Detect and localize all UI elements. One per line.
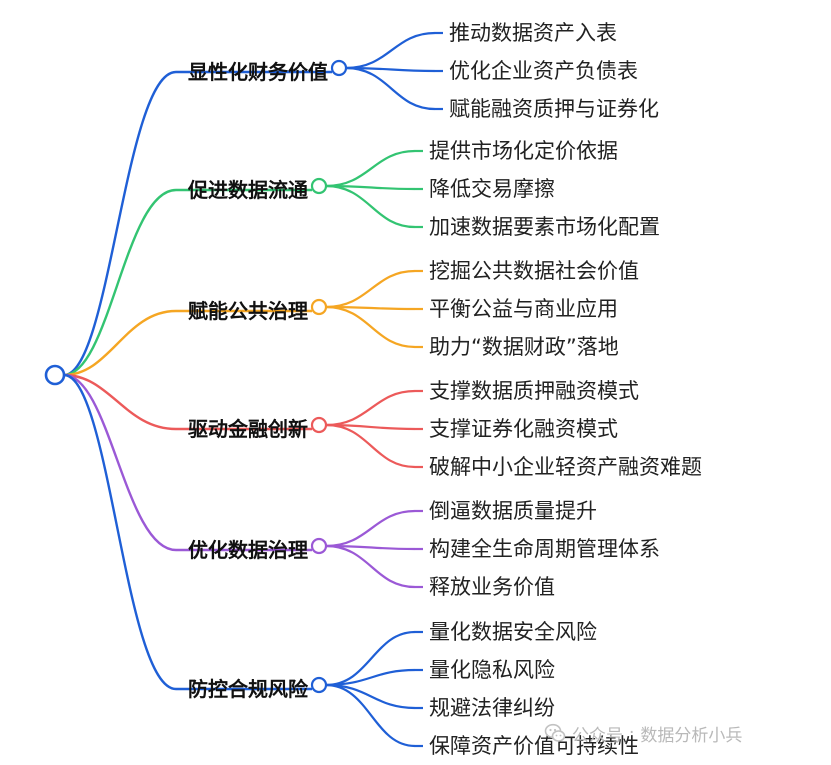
leaf-label: 降低交易摩擦 xyxy=(429,177,555,201)
watermark-account: 数据分析小兵 xyxy=(640,725,743,746)
branch-node xyxy=(310,676,328,694)
branch-node xyxy=(310,298,328,316)
branch-leaf-edge xyxy=(325,423,416,469)
branch-label: 促进数据流通 xyxy=(187,178,308,202)
leaf-label: 优化企业资产负债表 xyxy=(449,59,638,83)
branch-leaf-edge xyxy=(325,683,416,710)
branch-label: 驱动金融创新 xyxy=(188,417,308,441)
branch-leaf-edge xyxy=(325,683,416,748)
branch-leaf-edge xyxy=(325,389,416,427)
leaf-label: 规避法律纠纷 xyxy=(429,696,555,720)
leaf-label: 挖掘公共数据社会价值 xyxy=(429,259,639,283)
branch-node xyxy=(310,177,328,195)
branch-leaf-edge xyxy=(345,66,436,111)
leaf-label: 赋能融资质押与证券化 xyxy=(449,97,659,121)
root-branch-edge xyxy=(63,188,312,377)
branch-leaf-edge xyxy=(325,149,416,188)
watermark-separator: · xyxy=(629,723,635,743)
branch-leaf-edge xyxy=(325,184,416,229)
branch-node xyxy=(310,416,328,434)
leaf-label: 释放业务价值 xyxy=(429,575,555,599)
root-branch-edge xyxy=(63,373,312,552)
root-branch-edge xyxy=(63,373,312,691)
leaf-label: 支撑证券化融资模式 xyxy=(429,417,618,441)
branch-leaf-edge xyxy=(325,509,416,548)
wechat-icon xyxy=(544,723,566,742)
watermark-source: 公众号 xyxy=(572,725,623,746)
branch-leaf-edge xyxy=(325,544,416,589)
branch-node xyxy=(330,59,348,77)
leaf-label: 倒逼数据质量提升 xyxy=(429,499,597,523)
branch-label: 防控合规风险 xyxy=(188,677,309,701)
leaf-label: 助力“数据财政”落地 xyxy=(429,335,619,359)
branch-leaf-edge xyxy=(325,269,416,309)
leaf-label: 平衡公益与商业应用 xyxy=(429,297,618,321)
root-branch-edge xyxy=(63,373,312,431)
mindmap-edges xyxy=(63,31,443,748)
leaf-label: 破解中小企业轻资产融资难题 xyxy=(429,455,702,479)
leaf-label: 推动数据资产入表 xyxy=(449,21,617,45)
branch-label: 显性化财务价值 xyxy=(188,60,328,84)
leaf-label: 提供市场化定价依据 xyxy=(429,139,618,163)
branch-label: 赋能公共治理 xyxy=(188,299,308,323)
leaf-label: 支撑数据质押融资模式 xyxy=(429,379,639,403)
leaf-label: 加速数据要素市场化配置 xyxy=(429,215,660,239)
root-branch-edge xyxy=(63,70,332,377)
leaf-label: 构建全生命周期管理体系 xyxy=(429,537,660,561)
leaf-label: 量化数据安全风险 xyxy=(429,620,597,644)
branch-node xyxy=(310,537,328,555)
branch-leaf-edge xyxy=(345,31,436,70)
root-node xyxy=(44,364,66,386)
mindmap-nodes: 显性化财务价值 推动数据资产入表优化企业资产负债表赋能融资质押与证券化促进数据流通… xyxy=(44,21,702,758)
root-branch-edge xyxy=(63,309,312,377)
branch-leaf-edge xyxy=(325,630,416,687)
leaf-label: 量化隐私风险 xyxy=(429,658,555,682)
watermark: 公众号 · 数据分析小兵 xyxy=(544,720,742,746)
branch-label: 优化数据治理 xyxy=(188,538,308,562)
branch-leaf-edge xyxy=(325,305,416,349)
leaf-label: 保障资产价值可持续性 xyxy=(429,734,639,758)
